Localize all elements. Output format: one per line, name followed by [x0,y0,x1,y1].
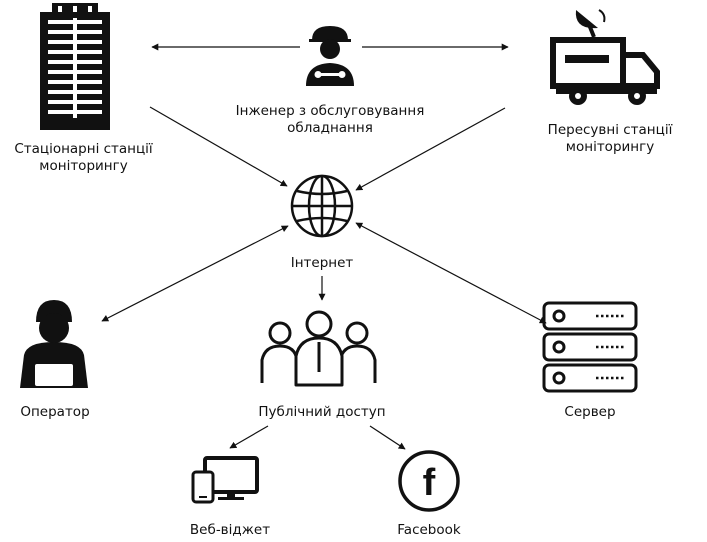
engineer-icon [306,26,354,86]
facebook-icon: f [398,450,460,512]
globe-icon [290,174,354,238]
label-mobile-line1: Пересувні станції [547,122,673,138]
operator-icon [20,300,88,388]
arrow-stationary-internet [149,106,288,187]
label-stationary-stations: Стаціонарні станції моніторингу [0,141,167,175]
label-mobile-line2: моніторингу [565,139,655,155]
label-stationary-line1: Стаціонарні станції [14,141,153,157]
arrow-internet-operator [101,225,289,322]
svg-text:f: f [423,462,436,504]
office-building-icon [40,3,110,130]
label-web-widget: Веб-віджет [189,522,271,538]
label-engineer-line1: Інженер з обслуговування [235,103,425,119]
label-engineer-line2: обладнання [287,120,373,136]
label-engineer: Інженер з обслуговування обладнання [200,103,460,137]
label-internet: Інтернет [290,255,354,271]
server-rack-icon [542,301,638,393]
arrow-internet-server [355,222,547,324]
arrow-mobile-internet [355,107,506,191]
label-mobile-stations: Пересувні станції моніторингу [520,122,700,156]
satellite-van-icon [550,9,660,105]
label-public-access: Публічний доступ [258,404,386,420]
label-server: Сервер [564,404,616,420]
arrow-public-facebook [369,425,406,450]
label-operator: Оператор [20,404,90,420]
people-group-icon [260,310,377,387]
devices-icon [191,456,259,504]
label-facebook: Facebook [397,522,461,538]
arrow-public-widget [229,425,269,449]
label-stationary-line2: моніторингу [39,158,128,174]
